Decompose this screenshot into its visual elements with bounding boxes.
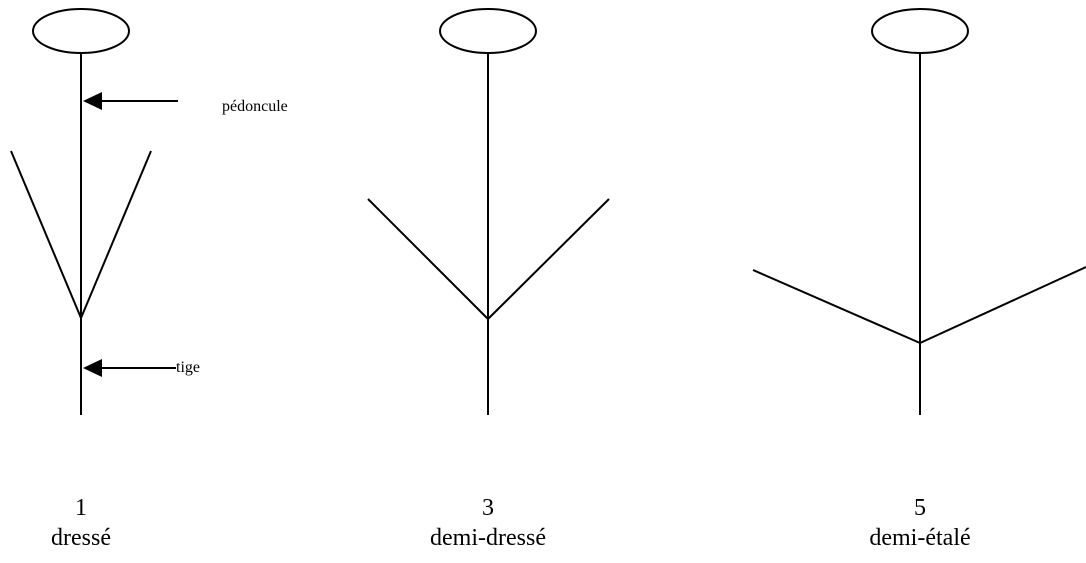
figure-1-right-branch bbox=[80, 150, 152, 319]
figure-1-flower-head bbox=[32, 8, 130, 54]
figure-5-caption: 5 demi-étalé bbox=[810, 493, 1030, 553]
stem-arrowhead bbox=[83, 359, 102, 377]
stem-label: tige bbox=[176, 359, 200, 376]
figure-3-caption: 3 demi-dressé bbox=[378, 493, 598, 553]
figure-3-flower-head bbox=[439, 8, 537, 54]
peduncle-label: pédoncule bbox=[222, 98, 288, 115]
figure-5-code: 5 bbox=[914, 495, 926, 521]
figure-1-caption: 1 dressé bbox=[0, 493, 191, 553]
figure-5-drawing bbox=[752, 8, 1086, 415]
figure-5-flower-head bbox=[871, 8, 969, 54]
figure-5-left-branch bbox=[752, 269, 921, 344]
figure-3-name: demi-dressé bbox=[430, 525, 546, 551]
figure-3-code: 3 bbox=[482, 495, 494, 521]
figure-3-right-branch bbox=[487, 198, 610, 320]
peduncle-arrowhead bbox=[83, 92, 102, 110]
figure-3-left-branch bbox=[367, 198, 489, 320]
figure-3-drawing bbox=[367, 8, 610, 415]
figure-5-name: demi-étalé bbox=[869, 525, 971, 551]
figure-5-right-branch bbox=[919, 266, 1086, 344]
figure-1-code: 1 bbox=[75, 495, 87, 521]
figure-1-name: dressé bbox=[51, 525, 111, 551]
figure-1-left-branch bbox=[10, 150, 82, 319]
figure-1-drawing bbox=[10, 8, 178, 415]
